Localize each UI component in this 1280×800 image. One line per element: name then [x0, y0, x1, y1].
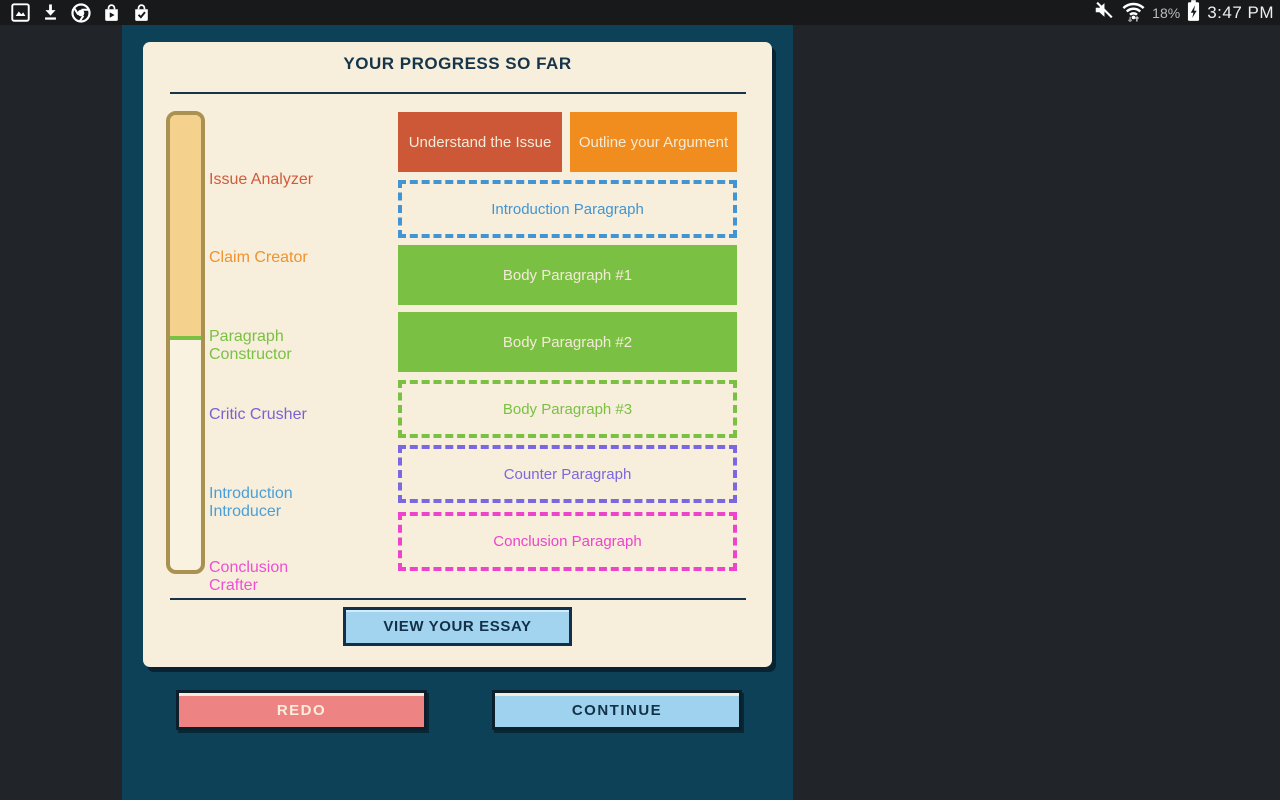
- progress-bar-fill: [170, 115, 201, 336]
- block-outline-your-argument: Outline your Argument: [570, 112, 737, 172]
- block-body-paragraph-2: Body Paragraph #2: [398, 312, 737, 372]
- download-icon: [40, 2, 61, 23]
- continue-button[interactable]: CONTINUE: [492, 690, 742, 730]
- view-your-essay-button[interactable]: VIEW YOUR ESSAY: [343, 607, 572, 646]
- progress-bar-remaining: [170, 340, 201, 570]
- android-status-bar[interactable]: 18% 3:47 PM: [0, 0, 1280, 25]
- stage-label-paragraph-constructor: Paragraph Constructor: [209, 328, 292, 363]
- progress-card: YOUR PROGRESS SO FAR Issue Analyzer Clai…: [143, 42, 772, 667]
- notification-icons: [0, 2, 152, 24]
- divider: [170, 598, 746, 600]
- block-body-paragraph-1: Body Paragraph #1: [398, 245, 737, 305]
- gallery-icon: [10, 2, 31, 23]
- app-panel: YOUR PROGRESS SO FAR Issue Analyzer Clai…: [122, 25, 793, 800]
- divider: [170, 92, 746, 94]
- battery-percent: 18%: [1152, 4, 1181, 21]
- mute-icon: [1093, 0, 1115, 26]
- stage-label-critic-crusher: Critic Crusher: [209, 406, 307, 423]
- page-title: YOUR PROGRESS SO FAR: [343, 54, 572, 73]
- stage-label-claim-creator: Claim Creator: [209, 249, 308, 266]
- stage-label-introduction-introducer: Introduction Introducer: [209, 485, 293, 520]
- play-store-icon: [101, 2, 122, 23]
- block-understand-the-issue: Understand the Issue: [398, 112, 562, 172]
- block-introduction-paragraph: Introduction Paragraph: [398, 180, 737, 238]
- block-counter-paragraph: Counter Paragraph: [398, 445, 737, 503]
- battery-charging-icon: [1186, 0, 1201, 27]
- essay-blocks: Understand the Issue Outline your Argume…: [398, 42, 737, 667]
- block-body-paragraph-3: Body Paragraph #3: [398, 380, 737, 438]
- clock: 3:47 PM: [1207, 2, 1274, 22]
- block-conclusion-paragraph: Conclusion Paragraph: [398, 512, 737, 571]
- stage-progress-bar: [166, 111, 205, 574]
- wifi-icon: [1121, 0, 1146, 28]
- chrome-icon: [70, 2, 92, 24]
- stage-label-issue-analyzer: Issue Analyzer: [209, 171, 314, 188]
- stage-label-conclusion-crafter: Conclusion Crafter: [209, 559, 289, 594]
- system-status-icons: 18% 3:47 PM: [1093, 0, 1280, 28]
- progress-bar-marker: [170, 335, 201, 340]
- play-store-check-icon: [131, 2, 152, 23]
- redo-button[interactable]: REDO: [176, 690, 427, 730]
